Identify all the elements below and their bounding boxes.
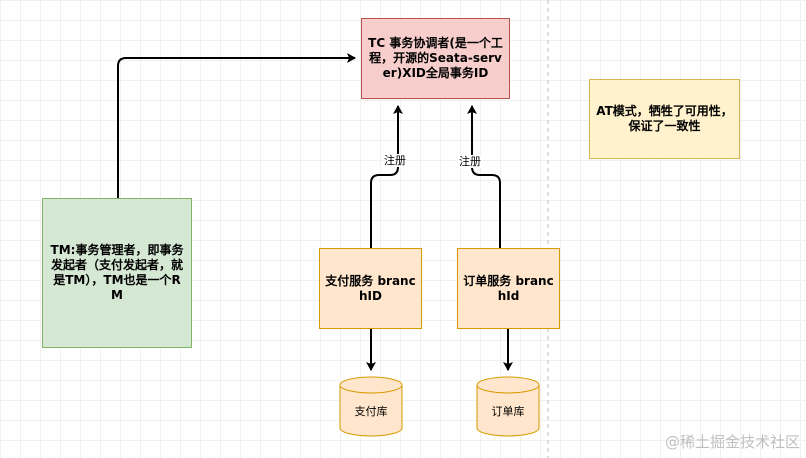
tm-to-tc-arrow: [117, 53, 356, 198]
register-label-left: 注册: [383, 154, 407, 167]
tm-manager-label: TM:事务管理者，即事务发起者（支付发起者，就是TM），TM也是一个RM: [50, 243, 184, 302]
tc-coordinator-label: TC 事务协调者(是一个工程，开源的Seata-server)XID全局事务ID: [368, 36, 503, 80]
order-service-node: 订单服务 branchId: [457, 248, 560, 329]
order-db-label: 订单库: [491, 405, 525, 418]
at-mode-note: AT模式，牺牲了可用性，保证了一致性: [589, 79, 740, 159]
at-mode-label: AT模式，牺牲了可用性，保证了一致性: [596, 104, 733, 133]
pay-register-arrow: [370, 105, 403, 248]
pay-db-cylinder: [339, 376, 403, 437]
order-register-arrow: [467, 105, 501, 248]
pay-db-label: 支付库: [354, 405, 388, 418]
tc-coordinator-node: TC 事务协调者(是一个工程，开源的Seata-server)XID全局事务ID: [361, 18, 510, 99]
register-label-right: 注册: [458, 155, 482, 168]
pay-service-label: 支付服务 branchID: [325, 273, 416, 303]
tm-manager-node: TM:事务管理者，即事务发起者（支付发起者，就是TM），TM也是一个RM: [42, 198, 192, 348]
watermark-text: @稀土掘金技术社区: [664, 433, 800, 451]
order-db-cylinder: [476, 376, 540, 437]
order-service-label: 订单服务 branchId: [463, 273, 554, 303]
pay-service-node: 支付服务 branchID: [319, 248, 422, 329]
